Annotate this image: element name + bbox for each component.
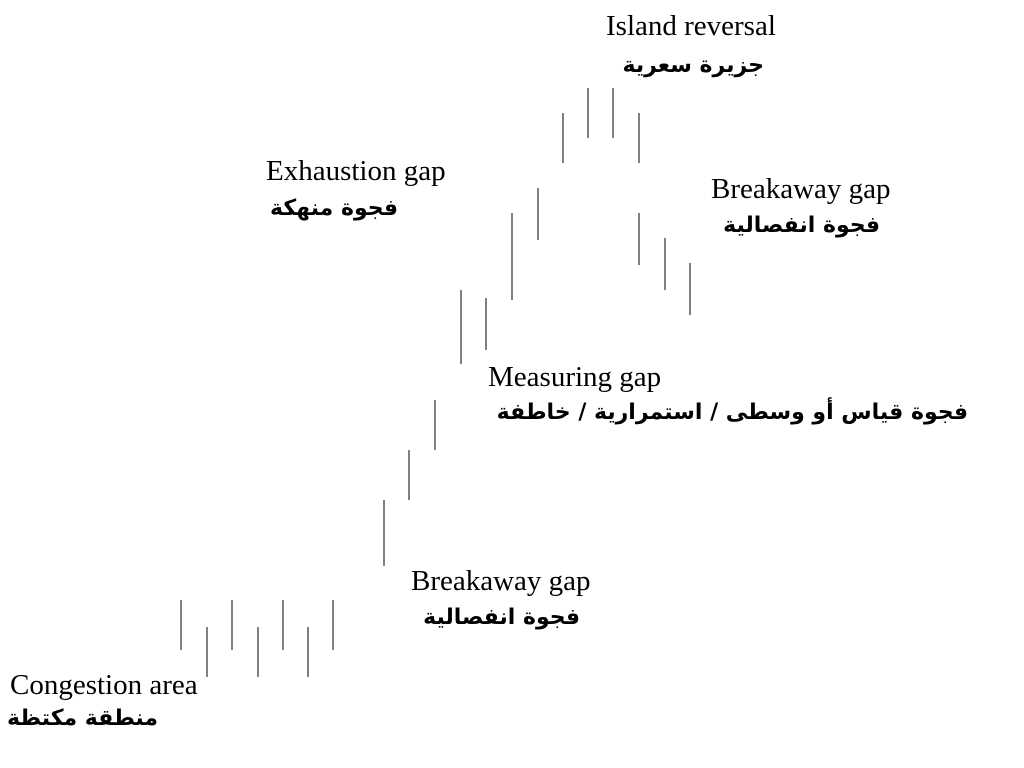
island-reversal-label-en: Island reversal (606, 10, 776, 42)
breakaway-gap-top-label-ar: فجوة انفصالية (723, 213, 880, 238)
breakaway-gap-bottom-label-en: Breakaway gap (411, 565, 591, 597)
exhaustion-gap-label-en: Exhaustion gap (266, 155, 446, 187)
breakaway-gap-top-label-en: Breakaway gap (711, 173, 891, 205)
breakaway-gap-bottom-label-ar: فجوة انفصالية (423, 605, 580, 630)
congestion-area-label-ar: منطقة مكتظة (6, 706, 158, 731)
congestion-area-label-en: Congestion area (10, 669, 198, 701)
island-reversal-label-ar: جزيرة سعرية (622, 53, 764, 78)
exhaustion-gap-label-ar: فجوة منهكة (270, 196, 398, 221)
measuring-gap-label-ar: فجوة قياس أو وسطى / استمرارية / خاطفة (496, 400, 968, 425)
measuring-gap-label-en: Measuring gap (488, 361, 662, 393)
